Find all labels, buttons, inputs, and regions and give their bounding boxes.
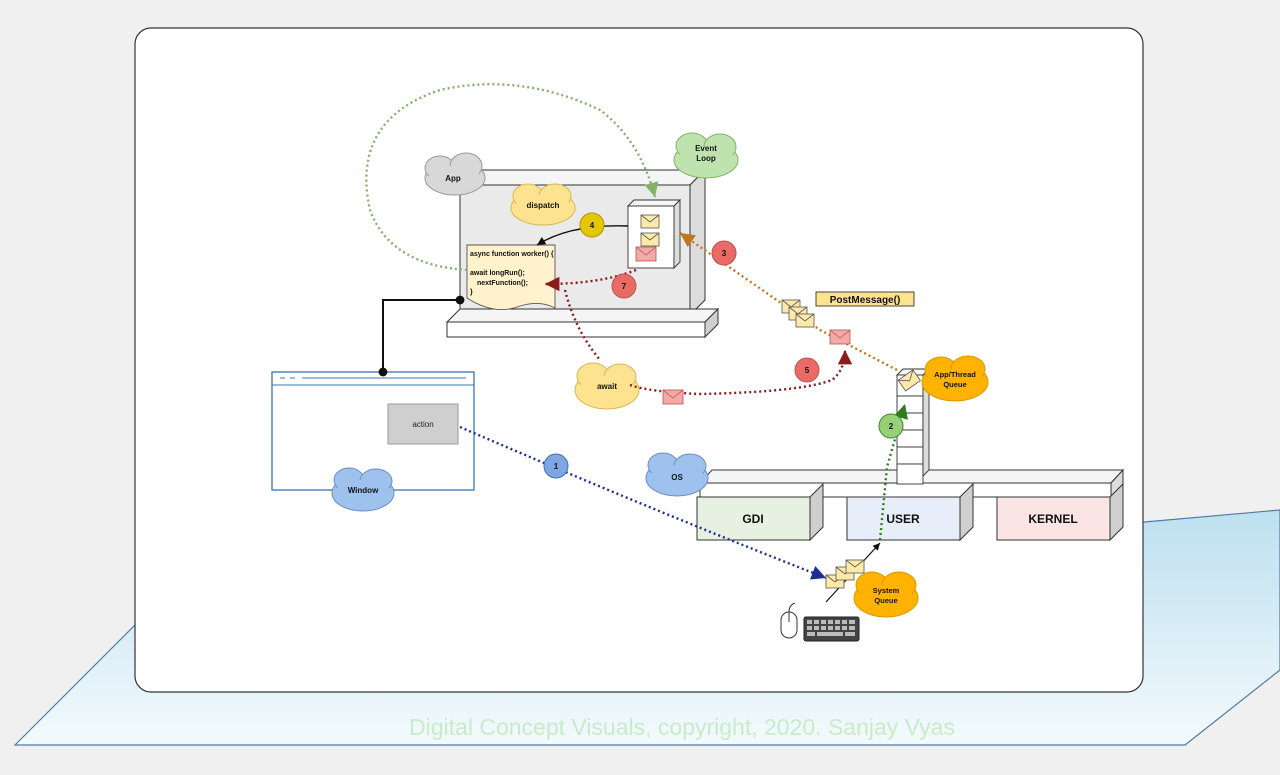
app-label: App bbox=[445, 174, 461, 183]
step-number: 7 bbox=[622, 282, 627, 291]
kernel-box: KERNEL bbox=[996, 482, 1124, 542]
action-button[interactable]: action bbox=[387, 403, 459, 445]
post-message-label: PostMessage() bbox=[830, 295, 901, 306]
app-window-connector bbox=[378, 295, 465, 377]
envelope-red-icon bbox=[635, 246, 657, 262]
app-thread-queue-label-1: App/Thread bbox=[934, 370, 976, 379]
gdi-label: GDI bbox=[742, 512, 763, 526]
step-badge-2: 2 bbox=[878, 413, 904, 439]
arrow-step-4 bbox=[536, 225, 629, 246]
diagram-panel bbox=[134, 27, 1144, 693]
system-queue-label-1: System bbox=[873, 586, 900, 595]
envelope-red-icon bbox=[829, 329, 851, 345]
step-number: 1 bbox=[554, 462, 559, 471]
cloud-event-loop: Event Loop bbox=[673, 132, 739, 179]
arrow-step-3 bbox=[679, 232, 898, 372]
footer-copyright: Digital Concept Visuals, copyright, 2020… bbox=[409, 714, 955, 740]
step-badge-5: 5 bbox=[794, 357, 820, 383]
cloud-app-thread-queue: App/Thread Queue bbox=[921, 355, 989, 402]
envelope-red-icon bbox=[662, 389, 684, 405]
step-number: 5 bbox=[805, 366, 810, 375]
step-number: 2 bbox=[889, 422, 894, 431]
await-label: await bbox=[597, 382, 617, 391]
os-label: OS bbox=[671, 473, 683, 482]
envelope-icon bbox=[640, 232, 660, 247]
envelope-icon bbox=[640, 214, 660, 229]
step-badge-7: 7 bbox=[611, 273, 637, 299]
code-line-3: nextFunction(); bbox=[477, 280, 528, 287]
cloud-app: App bbox=[424, 152, 486, 196]
app-internal-queue bbox=[626, 198, 682, 270]
event-loop-label-1: Event bbox=[695, 144, 717, 153]
user-box: USER bbox=[846, 482, 974, 542]
window-label: Window bbox=[348, 486, 379, 495]
code-line-4: } bbox=[470, 289, 473, 296]
code-line-2: await longRun(); bbox=[470, 270, 525, 277]
event-loop-label-2: Loop bbox=[696, 154, 716, 163]
action-button-label: action bbox=[412, 420, 433, 429]
app-thread-queue-label-2: Queue bbox=[943, 380, 966, 389]
kernel-label: KERNEL bbox=[1028, 512, 1077, 526]
arrow-step-5 bbox=[629, 349, 853, 396]
envelope-icon bbox=[795, 313, 815, 328]
step-badge-1: 1 bbox=[543, 453, 569, 479]
cloud-await: await bbox=[574, 362, 640, 410]
mouse-icon bbox=[780, 602, 798, 639]
arrow-await bbox=[563, 289, 601, 361]
post-message-tag: PostMessage() bbox=[815, 291, 915, 307]
cloud-window: Window bbox=[331, 467, 395, 512]
step-badge-4: 4 bbox=[579, 212, 605, 238]
gdi-box: GDI bbox=[696, 482, 824, 542]
system-queue-label-2: Queue bbox=[874, 596, 897, 605]
step-number: 4 bbox=[590, 221, 595, 230]
app-thread-queue-stack bbox=[895, 367, 931, 485]
step-number: 3 bbox=[722, 249, 727, 258]
step-badge-3: 3 bbox=[711, 240, 737, 266]
cloud-os: OS bbox=[645, 452, 709, 497]
dispatch-label: dispatch bbox=[527, 201, 560, 210]
envelope-icon bbox=[845, 559, 865, 574]
keyboard-icon bbox=[803, 616, 860, 642]
arrow-loop bbox=[365, 83, 659, 272]
user-label: USER bbox=[886, 512, 920, 526]
code-line-1: async function worker() { bbox=[470, 251, 554, 258]
cloud-system-queue: System Queue bbox=[853, 571, 919, 618]
cloud-dispatch: dispatch bbox=[510, 183, 576, 226]
code-document: async function worker() { await longRun(… bbox=[466, 244, 556, 311]
